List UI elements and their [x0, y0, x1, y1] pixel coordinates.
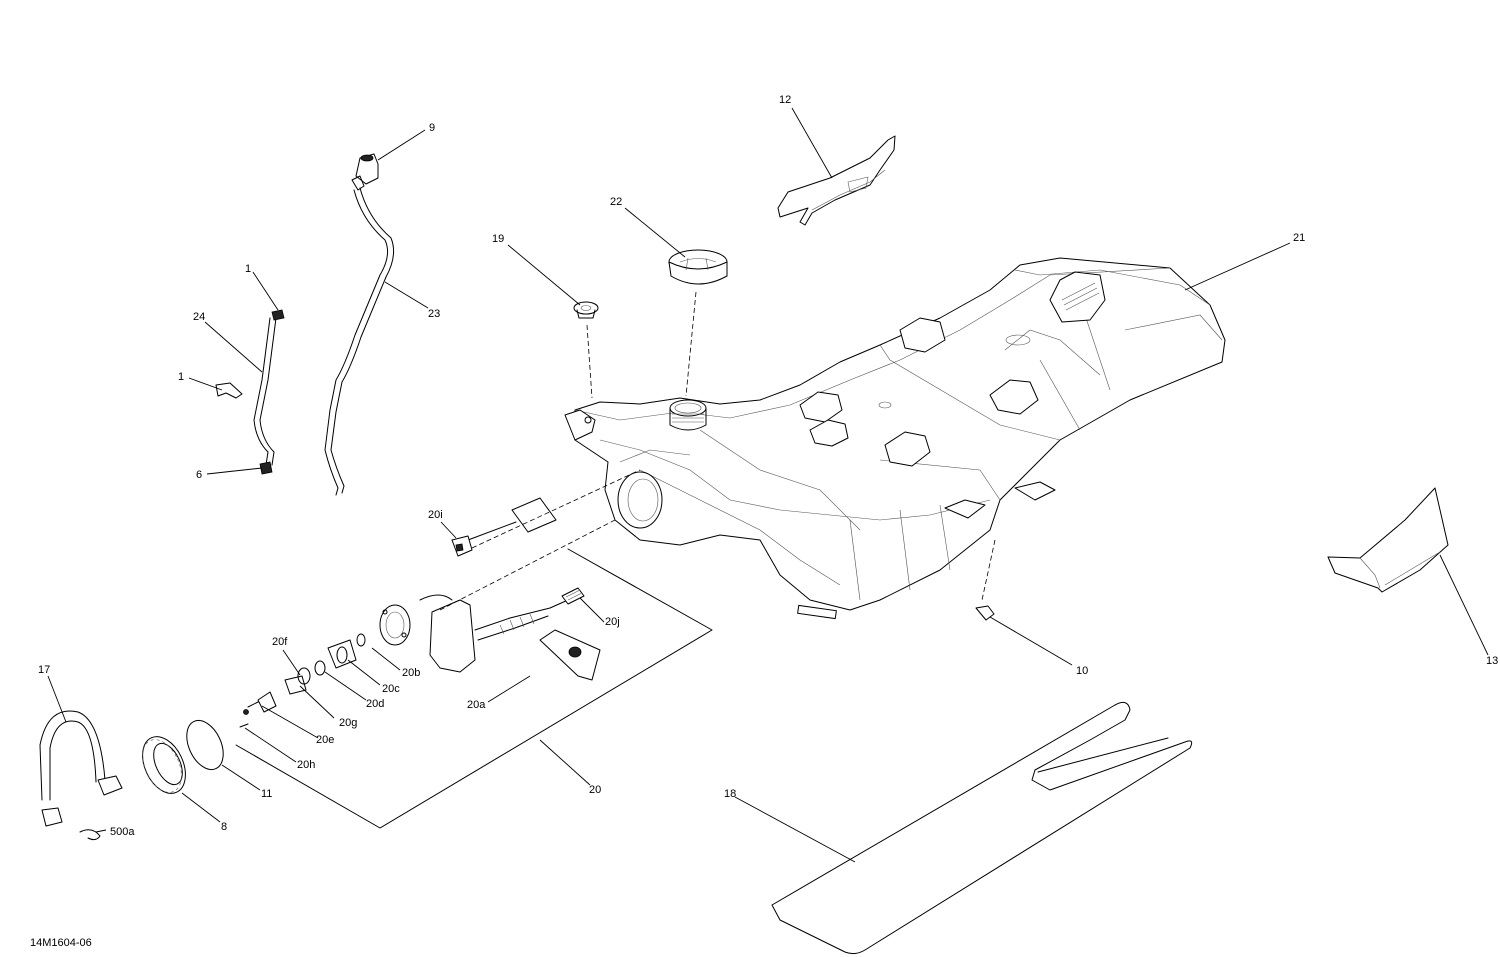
- hose-clamp-bottom: [259, 461, 273, 475]
- callout-1: 1: [178, 371, 184, 383]
- callout-20: 20: [589, 784, 601, 796]
- callout-22: 22: [610, 196, 622, 208]
- callout-20d: 20d: [366, 698, 384, 710]
- fastener-nut: [975, 605, 995, 621]
- callout-21: 21: [1293, 232, 1305, 244]
- callout-20h: 20h: [297, 759, 315, 771]
- callout-20c: 20c: [382, 683, 400, 695]
- hose-clip-small: [79, 829, 101, 841]
- callout-13: 13: [1486, 655, 1498, 667]
- fuel-level-sensor: [451, 497, 557, 557]
- callout-9: 9: [429, 122, 435, 134]
- callout-19: 19: [492, 233, 504, 245]
- grommet: [573, 301, 599, 319]
- heat-shield-side: [1327, 487, 1449, 593]
- callout-500a: 500a: [110, 826, 135, 838]
- callout-labels: 1 24 1 6 9 23 19 22 12 21 13 10 18 20 20…: [30, 94, 1498, 949]
- hose-clamp-top: [271, 309, 285, 321]
- callout-20e: 20e: [316, 734, 334, 746]
- heat-shield-upper: [777, 135, 896, 226]
- small-pad: [797, 604, 837, 620]
- callout-1: 1: [245, 263, 251, 275]
- vent-valve: [351, 153, 379, 191]
- callout-12: 12: [779, 94, 791, 106]
- callout-10: 10: [1076, 665, 1088, 677]
- callout-20i: 20i: [428, 509, 443, 521]
- callout-6: 6: [196, 469, 202, 481]
- vent-hose-small: [253, 317, 277, 466]
- assembly-lines: [439, 291, 996, 611]
- callout-11: 11: [261, 788, 272, 800]
- callout-24: 24: [193, 311, 205, 323]
- callout-20j: 20j: [605, 616, 620, 628]
- drawing-id: 14M1604-06: [30, 937, 92, 949]
- callout-20a: 20a: [467, 699, 486, 711]
- callout-8: 8: [221, 821, 227, 833]
- callout-20f: 20f: [272, 636, 288, 648]
- fuel-tank: [564, 257, 1226, 611]
- callout-20b: 20b: [402, 667, 420, 679]
- vent-hose: [324, 187, 395, 496]
- callout-17: 17: [38, 664, 50, 676]
- lock-ring: [142, 736, 186, 794]
- gasket: [186, 719, 224, 771]
- fuel-hose: [39, 710, 123, 827]
- callout-18: 18: [724, 788, 736, 800]
- callout-23: 23: [428, 308, 440, 320]
- fuel-cap: [668, 249, 728, 285]
- leader-lines: [47, 107, 1489, 863]
- floor-mat: [771, 701, 1193, 955]
- hose-clip: [215, 382, 243, 399]
- fuel-pump-module: [235, 548, 713, 829]
- callout-20g: 20g: [339, 717, 357, 729]
